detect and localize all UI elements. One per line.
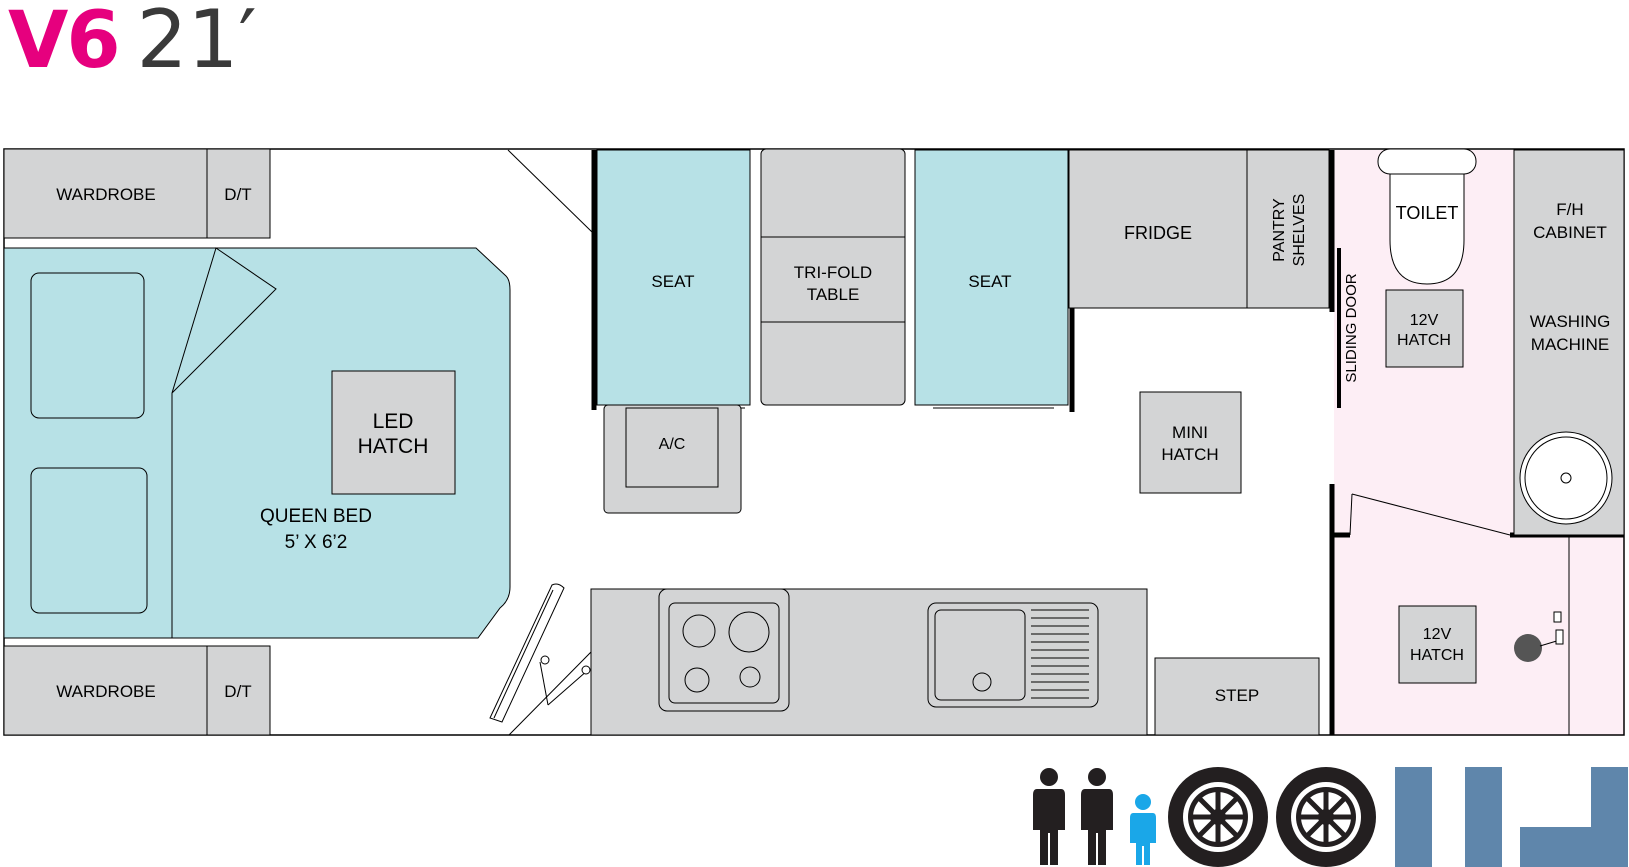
- l-shape-lounge-icon: [1520, 767, 1628, 867]
- led-hatch-label: HATCH: [358, 435, 429, 458]
- toilet-label: TOILET: [1396, 203, 1459, 223]
- dt-top-label: D/T: [224, 185, 251, 204]
- dt-bottom-label: D/T: [224, 682, 251, 701]
- mini-hatch: [1139, 391, 1242, 494]
- led-hatch: [331, 370, 456, 495]
- seat-left: [596, 149, 751, 406]
- ac-inner: [625, 407, 719, 488]
- wheel-icon: [1276, 767, 1376, 867]
- bed-folded-corner: [171, 247, 277, 394]
- adult-icon: [1033, 768, 1065, 865]
- dt-bottom: [206, 645, 271, 736]
- child-icon: [1130, 794, 1156, 865]
- tri-fold-table: [760, 148, 906, 406]
- wardrobe-top-label: WARDROBE: [56, 185, 156, 204]
- pantry-label: PANTRY: [1271, 198, 1288, 262]
- model-length: 21′: [136, 0, 257, 86]
- seat-right: [914, 149, 1069, 406]
- pantry-shelves: [1246, 149, 1330, 309]
- pillow: [30, 467, 148, 614]
- sink-bowl: [934, 609, 1026, 701]
- basin-drain: [1560, 472, 1572, 484]
- step-label: STEP: [1215, 686, 1259, 705]
- burner: [682, 614, 716, 648]
- seat-right-label: SEAT: [968, 272, 1011, 291]
- model-name: V6: [8, 0, 121, 86]
- single-bed-icon: [1395, 767, 1432, 867]
- washing-machine-label: MACHINE: [1531, 335, 1609, 354]
- wardrobe-bottom-label: WARDROBE: [56, 682, 156, 701]
- single-bed-icon: [1465, 767, 1502, 867]
- led-hatch-label: LED: [373, 410, 414, 433]
- ensuite-area: [1334, 535, 1624, 735]
- fh-cabinet-label: F/H: [1556, 200, 1583, 219]
- bathroom-door: [1349, 493, 1353, 536]
- hatch-12v-label: HATCH: [1397, 332, 1451, 349]
- hatch-12v-bottom: [1398, 605, 1477, 684]
- hatch-12v-label: 12V: [1423, 626, 1452, 643]
- table-label: TRI-FOLD: [794, 263, 872, 282]
- tv-bracket: [489, 583, 592, 736]
- washing-machine-label: WASHING: [1530, 312, 1611, 331]
- door-swing: [507, 149, 593, 233]
- drainer: [1031, 609, 1089, 699]
- hatch-12v-label: 12V: [1410, 312, 1439, 329]
- burner: [739, 666, 761, 688]
- fridge: [1068, 149, 1248, 309]
- mini-hatch-label: HATCH: [1161, 445, 1218, 464]
- wheel-icon: [1168, 767, 1268, 867]
- fh-cabinet-label: CABINET: [1533, 223, 1607, 242]
- toilet-bowl: [1389, 173, 1465, 285]
- hatch-12v-top: [1385, 289, 1464, 368]
- queen-bed-size: 5’ X 6’2: [285, 532, 348, 553]
- toilet-cistern: [1377, 148, 1477, 175]
- seat-left-label: SEAT: [651, 272, 694, 291]
- burner: [728, 611, 770, 653]
- sink-drain: [972, 672, 992, 692]
- adult-icon: [1081, 768, 1113, 865]
- wardrobe-bottom: [3, 645, 208, 736]
- queen-bed-label: QUEEN BED: [260, 506, 372, 527]
- step: [1154, 657, 1320, 736]
- pillow: [30, 272, 145, 419]
- table-label: TABLE: [807, 285, 860, 304]
- mini-hatch-label: MINI: [1172, 423, 1208, 442]
- hatch-12v-label: HATCH: [1410, 647, 1464, 664]
- ac-label: A/C: [659, 436, 686, 453]
- burner: [684, 667, 710, 693]
- pantry-label: SHELVES: [1291, 194, 1308, 267]
- fridge-label: FRIDGE: [1124, 223, 1192, 243]
- dt-top: [206, 148, 271, 239]
- bathroom-door: [1351, 493, 1511, 536]
- shower: [1514, 537, 1570, 735]
- sliding-door-label: SLIDING DOOR: [1343, 273, 1360, 382]
